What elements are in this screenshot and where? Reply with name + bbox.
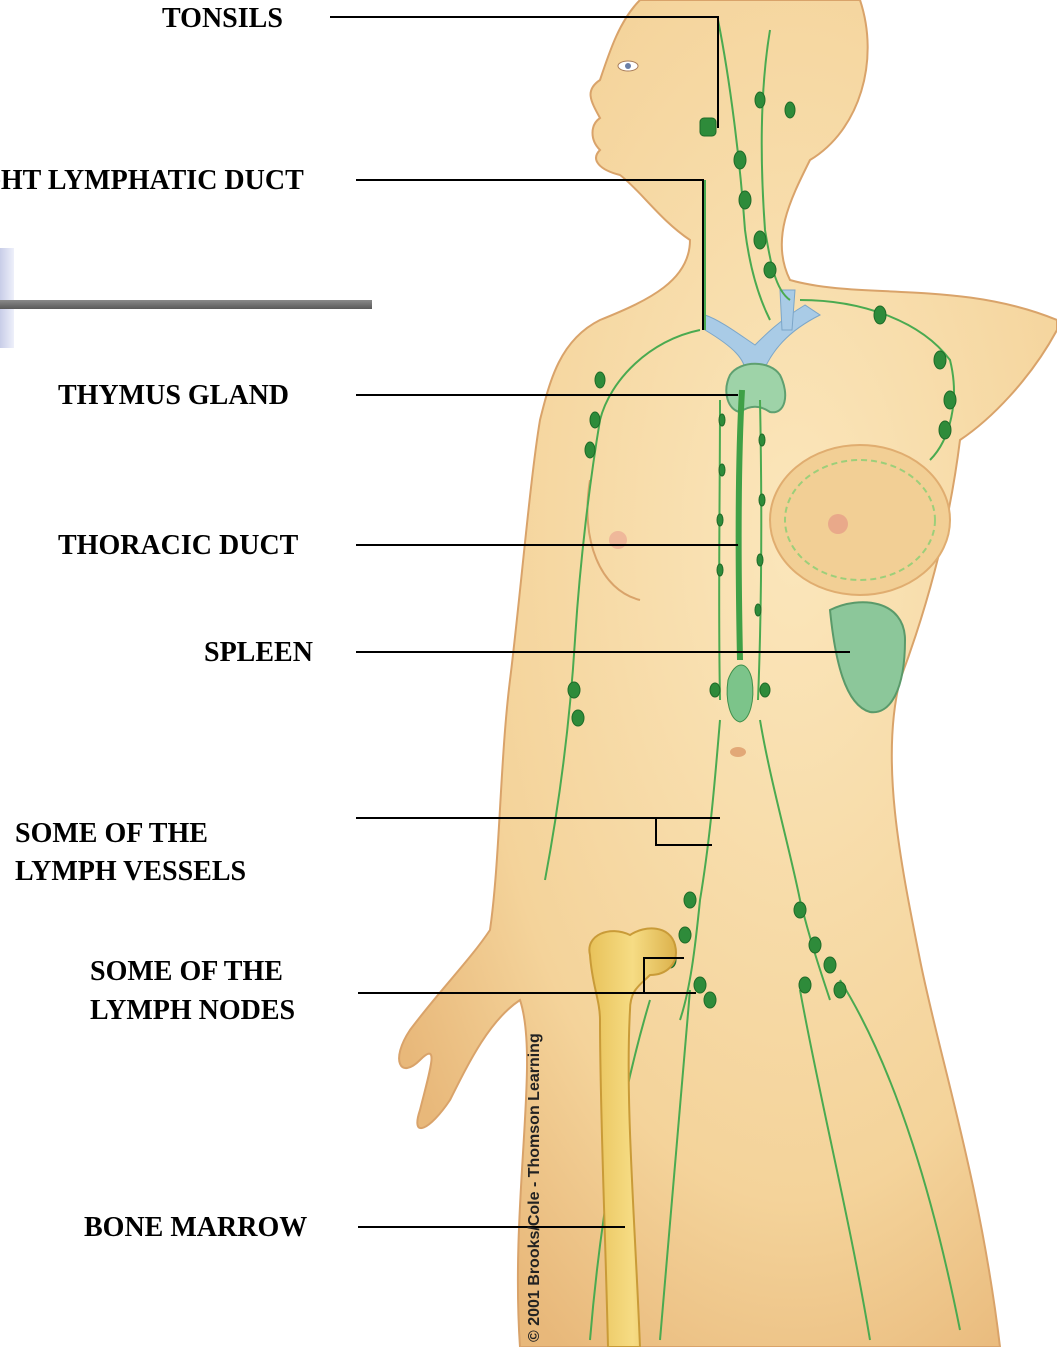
navel: [730, 747, 746, 757]
label-lymph-vessels-line1: SOME OF THE: [15, 815, 208, 853]
thymus-gland: [726, 364, 785, 413]
breast-right: [770, 445, 950, 595]
label-thoracic-duct: THORACIC DUCT: [58, 527, 298, 565]
nipple-left: [609, 531, 627, 549]
thoracic-duct: [739, 390, 742, 660]
label-spleen: SPLEEN: [204, 634, 313, 672]
body-silhouette: [399, 0, 1057, 1347]
label-thymus-gland: THYMUS GLAND: [58, 377, 289, 415]
label-lymph-vessels-line2: LYMPH VESSELS: [15, 853, 246, 891]
label-lymph-nodes-line1: SOME OF THE: [90, 953, 283, 991]
cisterna-chyli: [727, 665, 753, 722]
label-right-lymphatic-duct: RIGHT LYMPHATIC DUCT: [0, 162, 304, 200]
label-bone-marrow: BONE MARROW: [84, 1209, 307, 1247]
copyright-credit: © 2001 Brooks/Cole - Thomson Learning: [526, 1033, 544, 1342]
label-lymph-nodes-line2: LYMPH NODES: [90, 992, 295, 1030]
nipple-right: [828, 514, 848, 534]
label-tonsils: TONSILS: [162, 0, 283, 38]
